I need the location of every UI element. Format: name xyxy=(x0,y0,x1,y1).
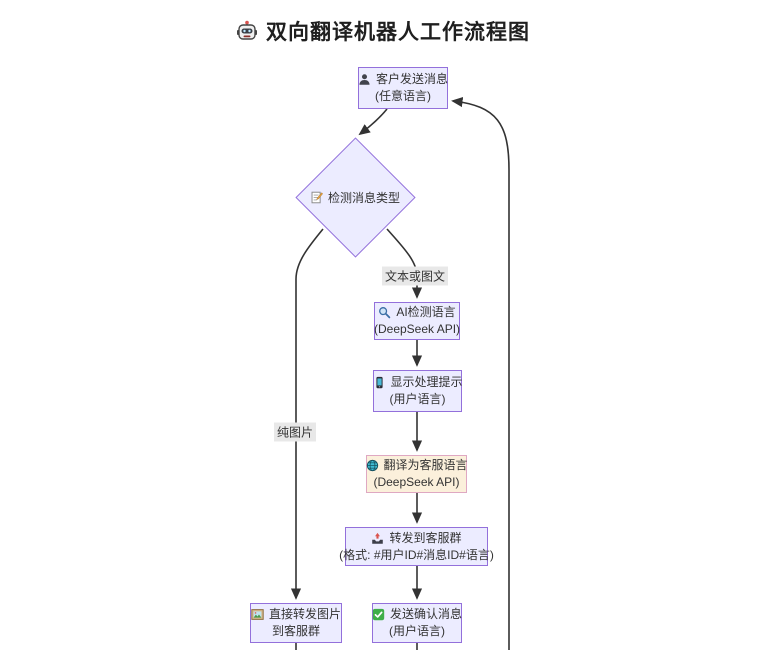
picture-icon xyxy=(251,609,264,620)
page-title-text: 双向翻译机器人工作流程图 xyxy=(266,21,530,44)
node-sublabel: 到客服群 xyxy=(271,624,320,638)
node-label: 直接转发图片 xyxy=(269,607,342,621)
node-show-processing-hint: 显示处理提示 (用户语言) xyxy=(373,370,463,412)
node-label: 客户发送消息 xyxy=(376,72,449,86)
user-icon xyxy=(359,74,370,85)
robot-icon xyxy=(237,20,257,40)
edge-diamond-to-ai-detect xyxy=(386,228,423,299)
node-label: 发送确认消息 xyxy=(390,607,463,621)
node-send-confirmation: 发送确认消息 (用户语言) xyxy=(372,603,462,643)
page-title: 双向翻译机器人工作流程图 xyxy=(0,16,766,46)
node-sublabel: (任意语言) xyxy=(375,89,431,103)
edge-label-pure-image: 纯图片 xyxy=(273,422,317,442)
node-sublabel: (DeepSeek API) xyxy=(373,475,460,489)
phone-icon xyxy=(375,376,383,389)
node-label: 显示处理提示 xyxy=(390,375,463,389)
node-sublabel: (DeepSeek API) xyxy=(373,322,461,336)
node-customer-message: 客户发送消息 (任意语言) xyxy=(358,67,448,109)
edge-customer-to-diamond xyxy=(358,108,388,136)
node-label: 翻译为客服语言 xyxy=(383,458,468,472)
node-forward-to-support-group: 转发到客服群 (格式: #用户ID#消息ID#语言) xyxy=(339,527,494,566)
outbox-icon xyxy=(372,532,384,544)
magnifier-icon xyxy=(379,307,391,319)
check-icon xyxy=(372,608,385,621)
node-sublabel: (用户语言) xyxy=(389,392,446,406)
node-sublabel: (格式: #用户ID#消息ID#语言) xyxy=(339,547,494,562)
node-translate-to-support-language: 翻译为客服语言 (DeepSeek API) xyxy=(366,455,468,493)
node-label: 转发到客服群 xyxy=(389,530,462,545)
node-label: AI检测语言 xyxy=(396,305,456,319)
edge-label-text-or-image: 文本或图文 xyxy=(381,266,449,286)
node-ai-detect-language: AI检测语言 (DeepSeek API) xyxy=(374,302,460,340)
memo-icon xyxy=(311,191,323,203)
globe-icon xyxy=(366,459,378,472)
node-forward-image-directly: 直接转发图片 到客服群 xyxy=(250,603,342,643)
node-sublabel: (用户语言) xyxy=(389,624,445,638)
node-label: 检测消息类型 xyxy=(327,190,400,205)
edge-diamond-to-forward-image xyxy=(290,228,324,600)
diamond-detect-message-type-label: 检测消息类型 xyxy=(295,186,415,208)
